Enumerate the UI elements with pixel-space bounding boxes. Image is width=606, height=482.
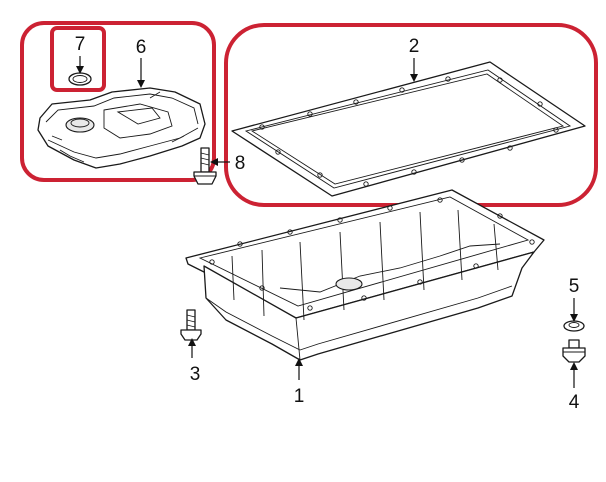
o-ring-part [68,72,92,86]
pan-bolt-holes [209,197,535,311]
highlight-box-filter-group [20,21,216,182]
filter-bolt-part [193,147,217,185]
callout-1: 1 [294,386,305,407]
callout-2: 2 [409,36,420,57]
callout-5: 5 [569,276,580,297]
leader-lines [76,56,578,388]
highlight-box-oring [50,26,106,92]
callout-8: 8 [235,153,246,174]
callout-7: 7 [75,34,86,55]
drain-plug-part [562,339,586,363]
gasket-part [231,61,586,197]
callout-3: 3 [190,364,201,385]
pan-bolt-part [180,309,202,341]
callout-6: 6 [136,37,147,58]
gasket-bolt-holes [259,76,559,187]
drain-gasket-part [563,320,585,332]
strainer-part [37,87,206,169]
oil-pan-part [185,189,545,361]
callout-4: 4 [569,392,580,413]
